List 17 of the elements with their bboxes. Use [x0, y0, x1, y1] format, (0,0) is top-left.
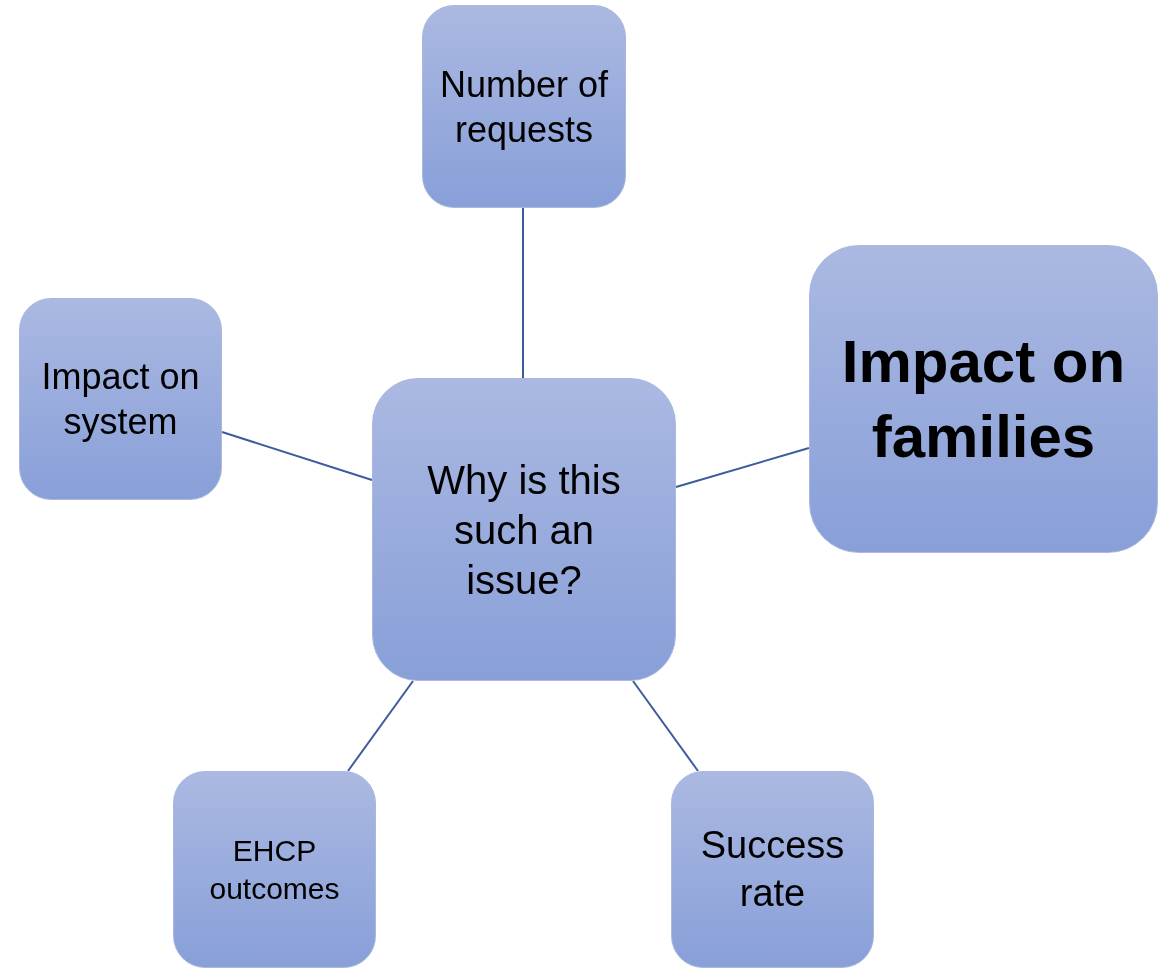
rounded-box — [422, 5, 626, 208]
node-label: Number of requests — [438, 62, 610, 152]
connector-line — [632, 680, 699, 772]
node-label: Impact on system — [40, 355, 201, 444]
node-label: Why is this such an issue? — [426, 456, 622, 604]
rounded-box — [173, 771, 376, 968]
node-label: Impact on families — [840, 327, 1127, 472]
rounded-box — [372, 378, 676, 681]
node-label: Success rate — [699, 823, 846, 916]
connector-line — [221, 431, 373, 481]
node-label: EHCP outcomes — [208, 833, 341, 907]
connector-line — [522, 207, 524, 379]
connector-line — [675, 447, 810, 488]
rounded-box — [809, 245, 1158, 553]
rounded-box — [19, 298, 222, 500]
rounded-box — [671, 771, 874, 968]
connector-line — [347, 680, 414, 772]
